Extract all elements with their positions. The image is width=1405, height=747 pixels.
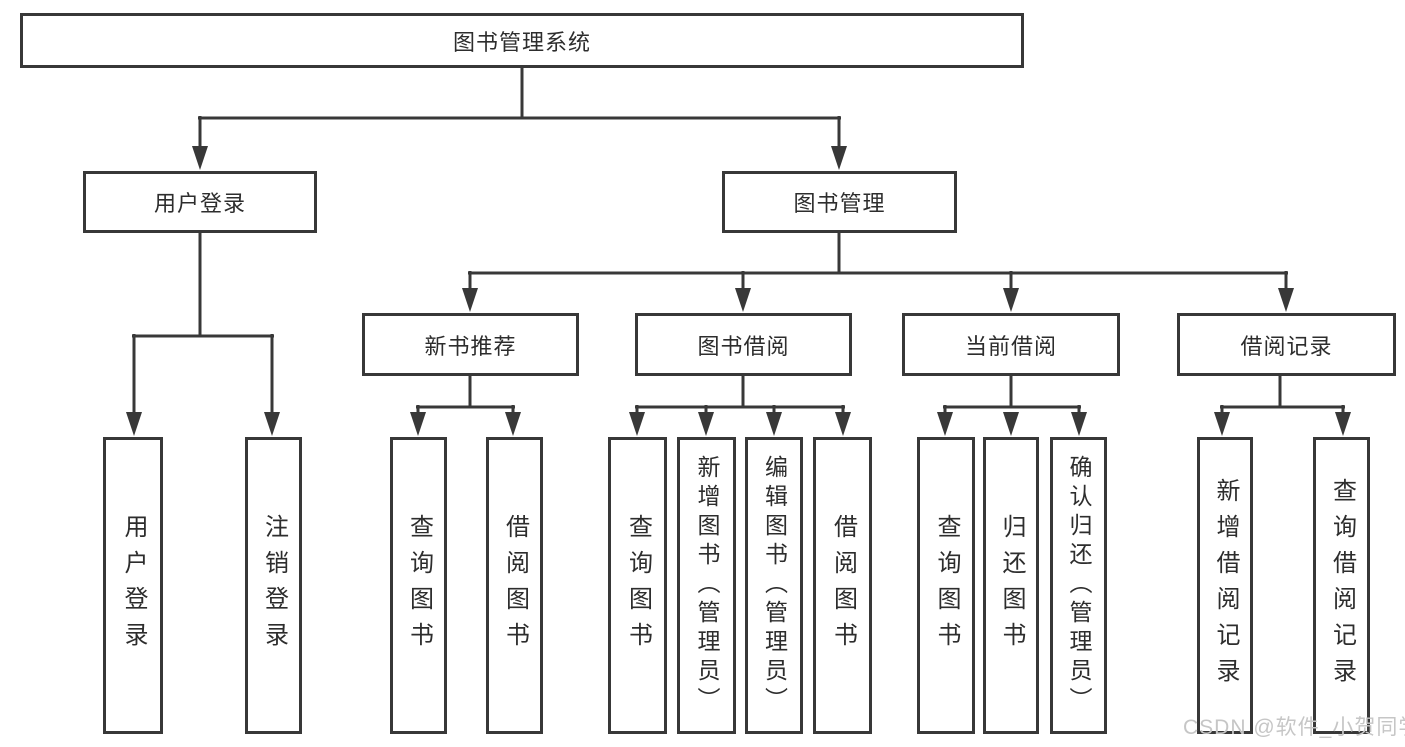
node-leaf-borrow-books-2: 借阅图书 xyxy=(813,437,872,734)
node-leaf-logout: 注销登录 xyxy=(245,437,302,734)
node-label: 借阅记录 xyxy=(1240,333,1333,359)
node-book-borrowing: 图书借阅 xyxy=(635,313,852,376)
node-label: 图书管理 xyxy=(793,191,886,216)
node-label: 查询图书 xyxy=(933,513,960,658)
node-label: 编辑图书（管理员） xyxy=(761,455,788,716)
node-label: 当前借阅 xyxy=(964,333,1057,359)
node-borrow-records: 借阅记录 xyxy=(1177,313,1396,376)
node-leaf-query-books-1: 查询图书 xyxy=(390,437,447,734)
node-leaf-user-login: 用户登录 xyxy=(103,437,163,734)
node-library-management-system: 图书管理系统 xyxy=(20,13,1024,68)
node-leaf-query-books-2: 查询图书 xyxy=(608,437,667,734)
node-book-management: 图书管理 xyxy=(722,171,957,233)
arrowheads xyxy=(126,146,1351,436)
node-label: 归还图书 xyxy=(998,513,1025,658)
node-label: 查询借阅记录 xyxy=(1328,477,1356,694)
node-label: 注销登录 xyxy=(260,513,288,658)
node-new-book-recommend: 新书推荐 xyxy=(362,313,579,376)
node-leaf-query-books-3: 查询图书 xyxy=(917,437,975,734)
node-user-login: 用户登录 xyxy=(83,171,317,233)
node-label: 确认归还（管理员） xyxy=(1066,455,1092,716)
node-leaf-confirm-return-admin: 确认归还（管理员） xyxy=(1050,437,1107,734)
node-leaf-borrow-books-1: 借阅图书 xyxy=(486,437,543,734)
node-current-borrowing: 当前借阅 xyxy=(902,313,1120,376)
node-leaf-edit-books-admin: 编辑图书（管理员） xyxy=(745,437,803,734)
node-label: 新增图书（管理员） xyxy=(694,455,720,716)
node-leaf-query-borrow-record: 查询借阅记录 xyxy=(1313,437,1370,734)
node-label: 借阅图书 xyxy=(501,513,529,658)
node-leaf-add-books-admin: 新增图书（管理员） xyxy=(677,437,736,734)
node-label: 新增借阅记录 xyxy=(1212,477,1239,694)
node-label: 图书借阅 xyxy=(697,333,790,359)
node-label: 借阅图书 xyxy=(829,513,857,658)
watermark: CSDN @软件_小贺同学 xyxy=(1183,716,1405,739)
node-label: 查询图书 xyxy=(405,513,433,658)
node-label: 用户登录 xyxy=(120,513,147,658)
node-label: 用户登录 xyxy=(153,191,246,216)
node-label: 图书管理系统 xyxy=(452,29,591,55)
node-label: 新书推荐 xyxy=(424,333,517,359)
node-leaf-add-borrow-record: 新增借阅记录 xyxy=(1197,437,1253,734)
node-label: 查询图书 xyxy=(624,513,652,658)
node-leaf-return-books: 归还图书 xyxy=(983,437,1039,734)
